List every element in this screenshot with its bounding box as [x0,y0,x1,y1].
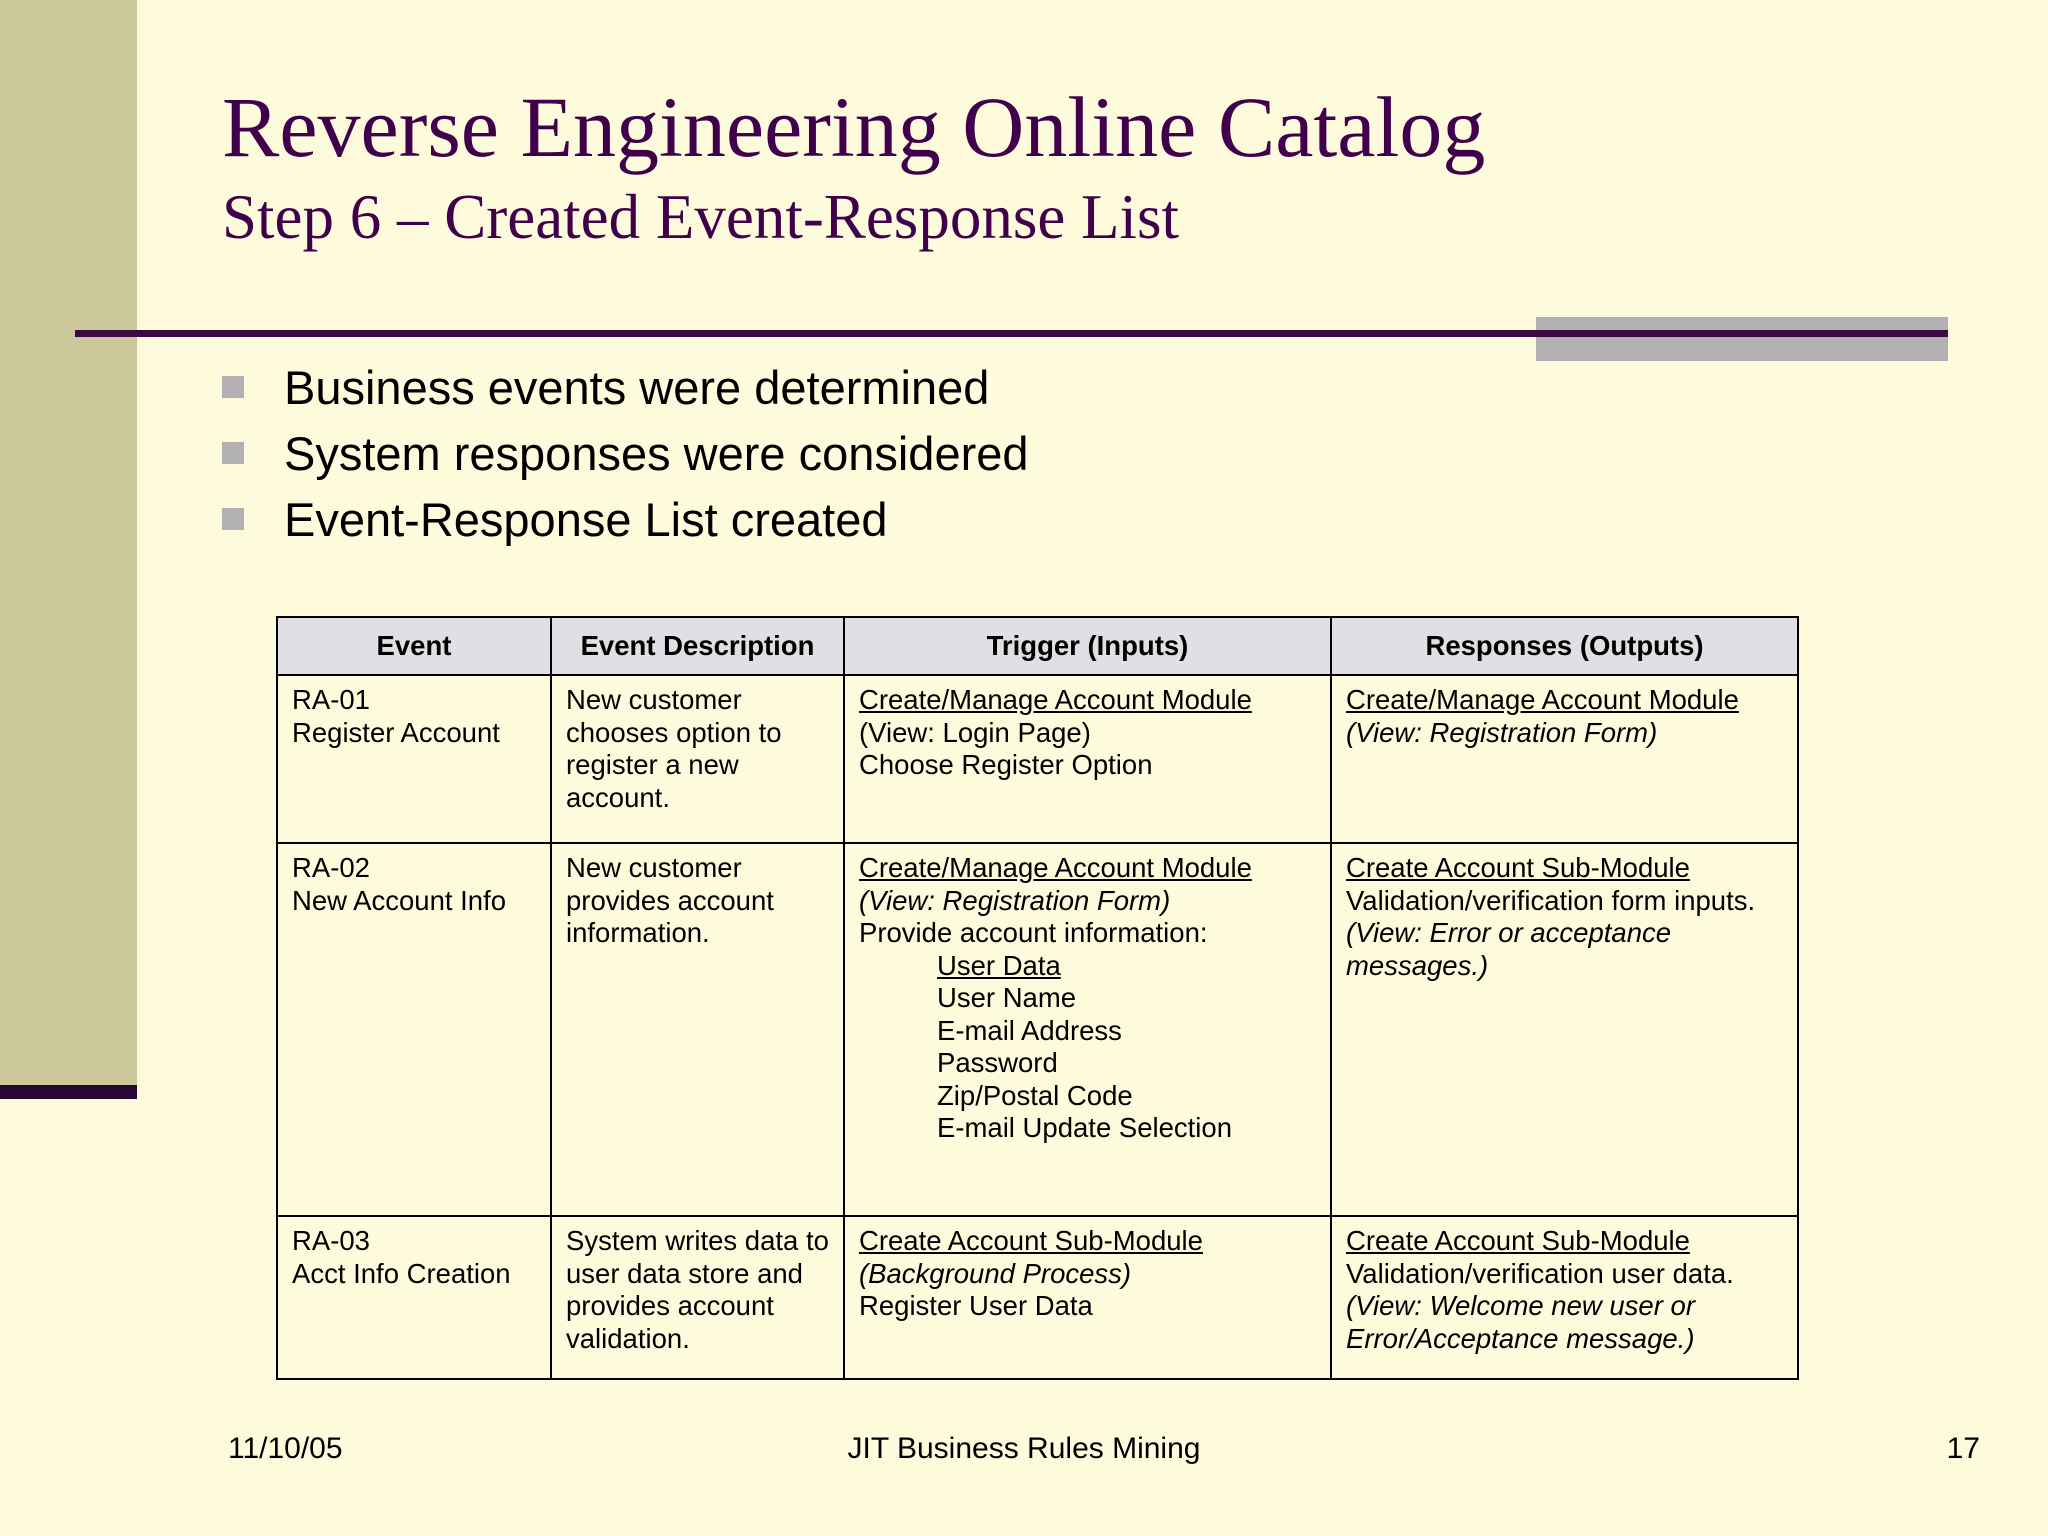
cell-line: (View: Registration Form) [859,884,1171,916]
column-header-trigger-inputs: Trigger (Inputs) [843,615,1332,677]
column-header-event: Event [276,615,552,677]
bullet-label: Business events were determined [284,361,990,414]
square-bullet-icon [222,508,244,531]
cell-line: Acct Info Creation [292,1257,511,1289]
page-title: Reverse Engineering Online Catalog [222,79,1486,175]
cell-trigger: Create Account Sub-Module(Background Pro… [843,1215,1332,1381]
cell-line: New customer provides account informatio… [566,852,782,949]
cell-trigger: Create/Manage Account Module(View: Regis… [843,842,1332,1218]
list-item: Business events were determined [222,358,1722,418]
bullet-label: System responses were considered [284,427,1029,481]
cell-event-description: System writes data to user data store an… [550,1215,845,1381]
cell-line: Register User Data [859,1290,1093,1322]
footer-date: 11/10/05 [228,1432,343,1465]
cell-line: New Account Info [292,884,507,916]
cell-line: Register Account [292,716,500,748]
page-number: 17 [1946,1432,1980,1465]
cell-line: RA-02 [292,852,370,884]
left-band-accent-bar [0,1085,137,1099]
square-bullet-icon [222,376,244,398]
cell-line: (View: Login Page) [859,716,1091,748]
list-item: System responses were considered [222,424,1722,484]
list-item: Event-Response List created [222,490,1722,550]
cell-line: E-mail Address [937,1014,1122,1046]
left-decorative-band [0,0,137,1085]
cell-line: User Name [937,982,1077,1014]
cell-line: (View: Error or acceptance messages.) [1346,917,1679,981]
footer-title: JIT Business Rules Mining [847,1432,1201,1465]
cell-line: Provide account information: [859,917,1208,949]
title-block: Reverse Engineering Online Catalog Step … [222,79,1942,252]
cell-line: RA-01 [292,684,370,716]
cell-line: User Data [937,949,1061,981]
cell-line: E-mail Update Selection [937,1111,1233,1143]
cell-line: Create Account Sub-Module [1346,852,1690,884]
cell-line: Create/Manage Account Module [859,852,1252,884]
cell-line: (Background Process) [859,1257,1132,1289]
cell-line: System writes data to user data store an… [566,1225,837,1354]
table-header-row: Event Event Description Trigger (Inputs)… [276,615,1799,677]
page-subtitle: Step 6 – Created Event-Response List [222,181,1180,252]
cell-line: New customer chooses option to register … [566,684,790,813]
cell-line: Validation/verification form inputs. [1346,884,1756,916]
bullet-label: Event-Response List created [284,493,888,547]
cell-line: (View: Registration Form) [1346,716,1658,748]
bullet-list: Business events were determined System r… [222,358,1722,556]
event-response-table: Event Event Description Trigger (Inputs)… [276,615,1799,1381]
cell-line: (View: Welcome new user or Error/Accepta… [1346,1290,1703,1354]
cell-line: Create Account Sub-Module [859,1225,1203,1257]
cell-line: Password [937,1047,1058,1079]
cell-line: Create Account Sub-Module [1346,1225,1690,1257]
cell-line: RA-03 [292,1225,370,1257]
header-decorative-gray-bar [1536,317,1948,361]
cell-event-description: New customer chooses option to register … [550,674,845,845]
cell-line: Choose Register Option [859,749,1153,781]
square-bullet-icon [222,442,244,465]
cell-line: Validation/verification user data. [1346,1257,1734,1289]
cell-event-description: New customer provides account informatio… [550,842,845,1218]
cell-line: Create/Manage Account Module [859,684,1252,716]
column-header-responses-outputs: Responses (Outputs) [1330,615,1799,677]
cell-response: Create/Manage Account Module(View: Regis… [1330,674,1799,845]
cell-trigger: Create/Manage Account Module(View: Login… [843,674,1332,845]
cell-line: Zip/Postal Code [937,1079,1133,1111]
slide-footer: 11/10/05 JIT Business Rules Mining 17 [0,1432,2048,1472]
cell-line: Create/Manage Account Module [1346,684,1739,716]
column-header-event-description: Event Description [550,615,845,677]
title-divider-rule [75,330,1948,337]
